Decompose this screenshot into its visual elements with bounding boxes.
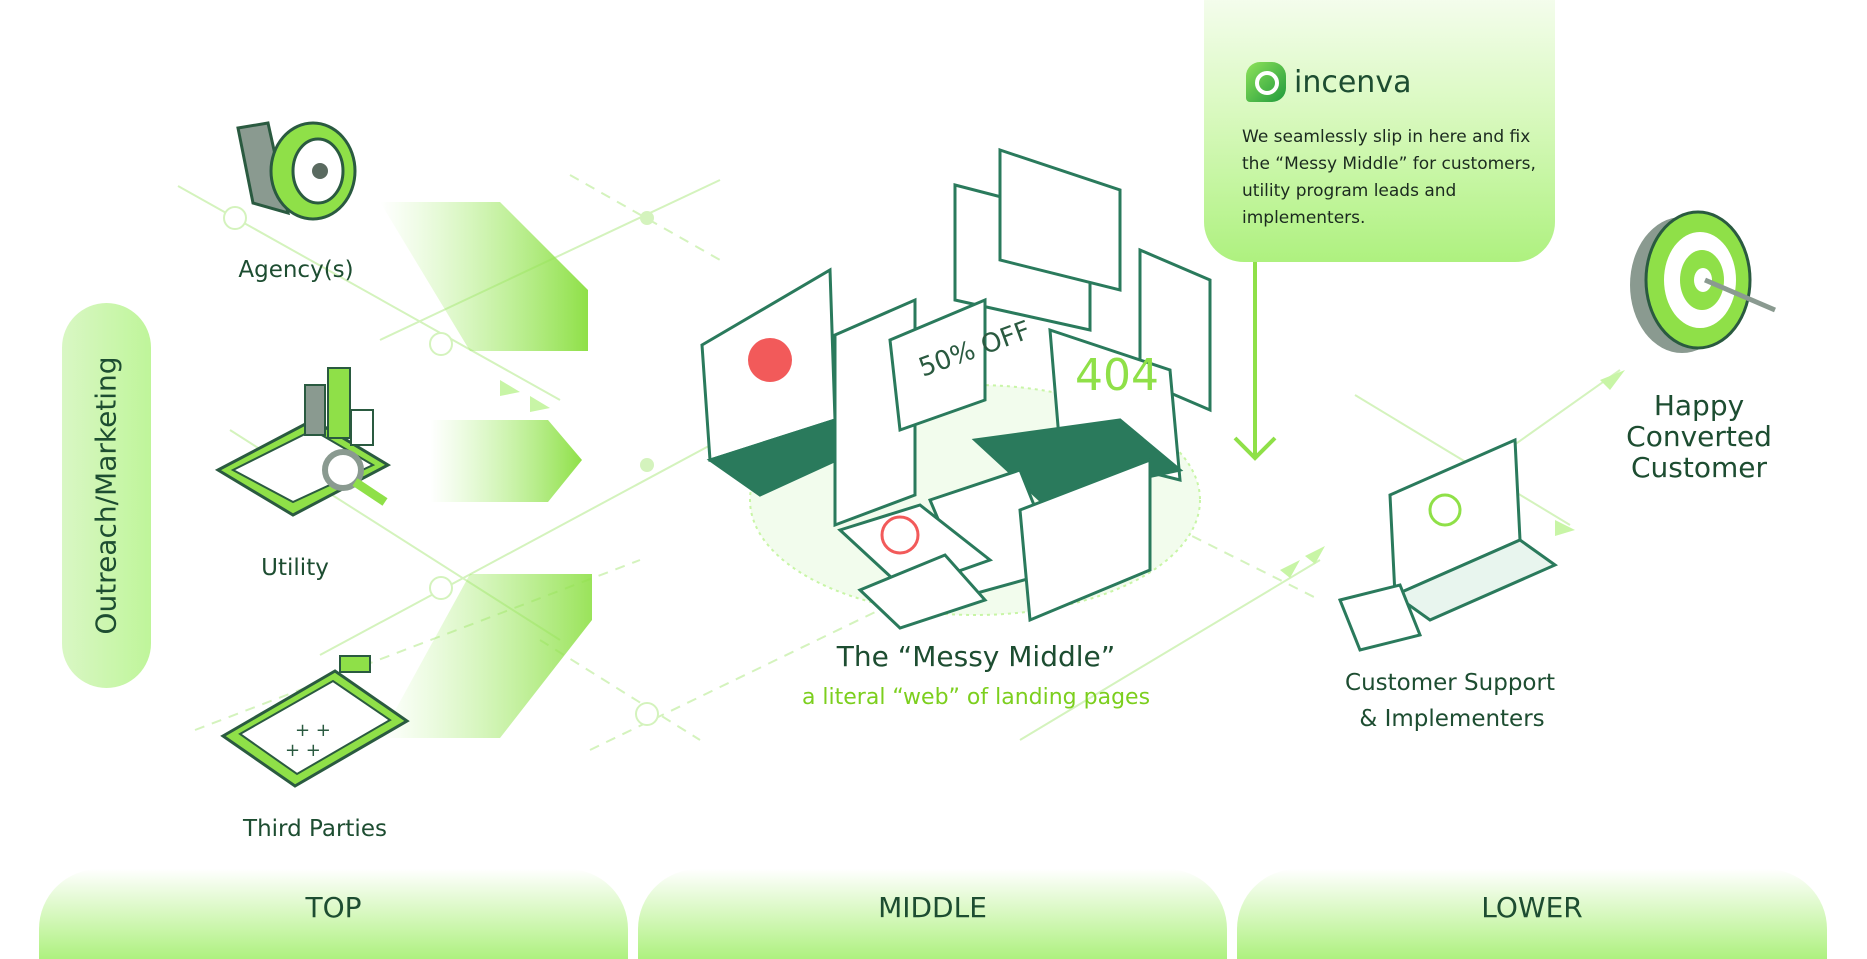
source-third-parties-label: Third Parties <box>243 816 387 842</box>
source-agency-label: Agency(s) <box>238 257 354 283</box>
incenva-callout: incenva We seamlessly slip in here and f… <box>1204 0 1555 262</box>
stage-middle: MIDDLE <box>638 869 1227 959</box>
chart-magnifier-icon <box>214 367 392 517</box>
stage-lower: LOWER <box>1237 869 1827 959</box>
messy-middle-title: The “Messy Middle” <box>836 640 1116 673</box>
incenva-logo: incenva <box>1246 62 1411 102</box>
search-bubble-icon <box>1246 62 1286 102</box>
source-utility-label: Utility <box>261 555 329 581</box>
stage-top: TOP <box>39 869 628 959</box>
target-icon <box>1630 210 1776 353</box>
megaphone-icon <box>236 121 357 221</box>
support-label-line1: Customer Support <box>1345 670 1555 696</box>
outreach-marketing-label: Outreach/Marketing <box>62 303 151 688</box>
messy-middle-subtitle: a literal “web” of landing pages <box>801 685 1151 710</box>
messy-middle-illustration: 50% OFF 404 <box>700 147 1212 630</box>
callout-text: We seamlessly slip in here and fix the “… <box>1242 127 1536 228</box>
svg-text:+ +: + + <box>285 740 321 761</box>
funnel-arrows <box>380 202 592 738</box>
goal-label: Happy Converted Customer <box>1626 389 1772 484</box>
svg-text:+ +: + + <box>295 720 331 741</box>
clipboard-plan-icon: + + + + <box>220 655 410 788</box>
support-laptop-icon <box>1337 437 1559 652</box>
support-label-line2: & Implementers <box>1359 706 1545 732</box>
error-404-text: 404 <box>1075 350 1159 401</box>
down-arrow-icon <box>1233 262 1277 461</box>
